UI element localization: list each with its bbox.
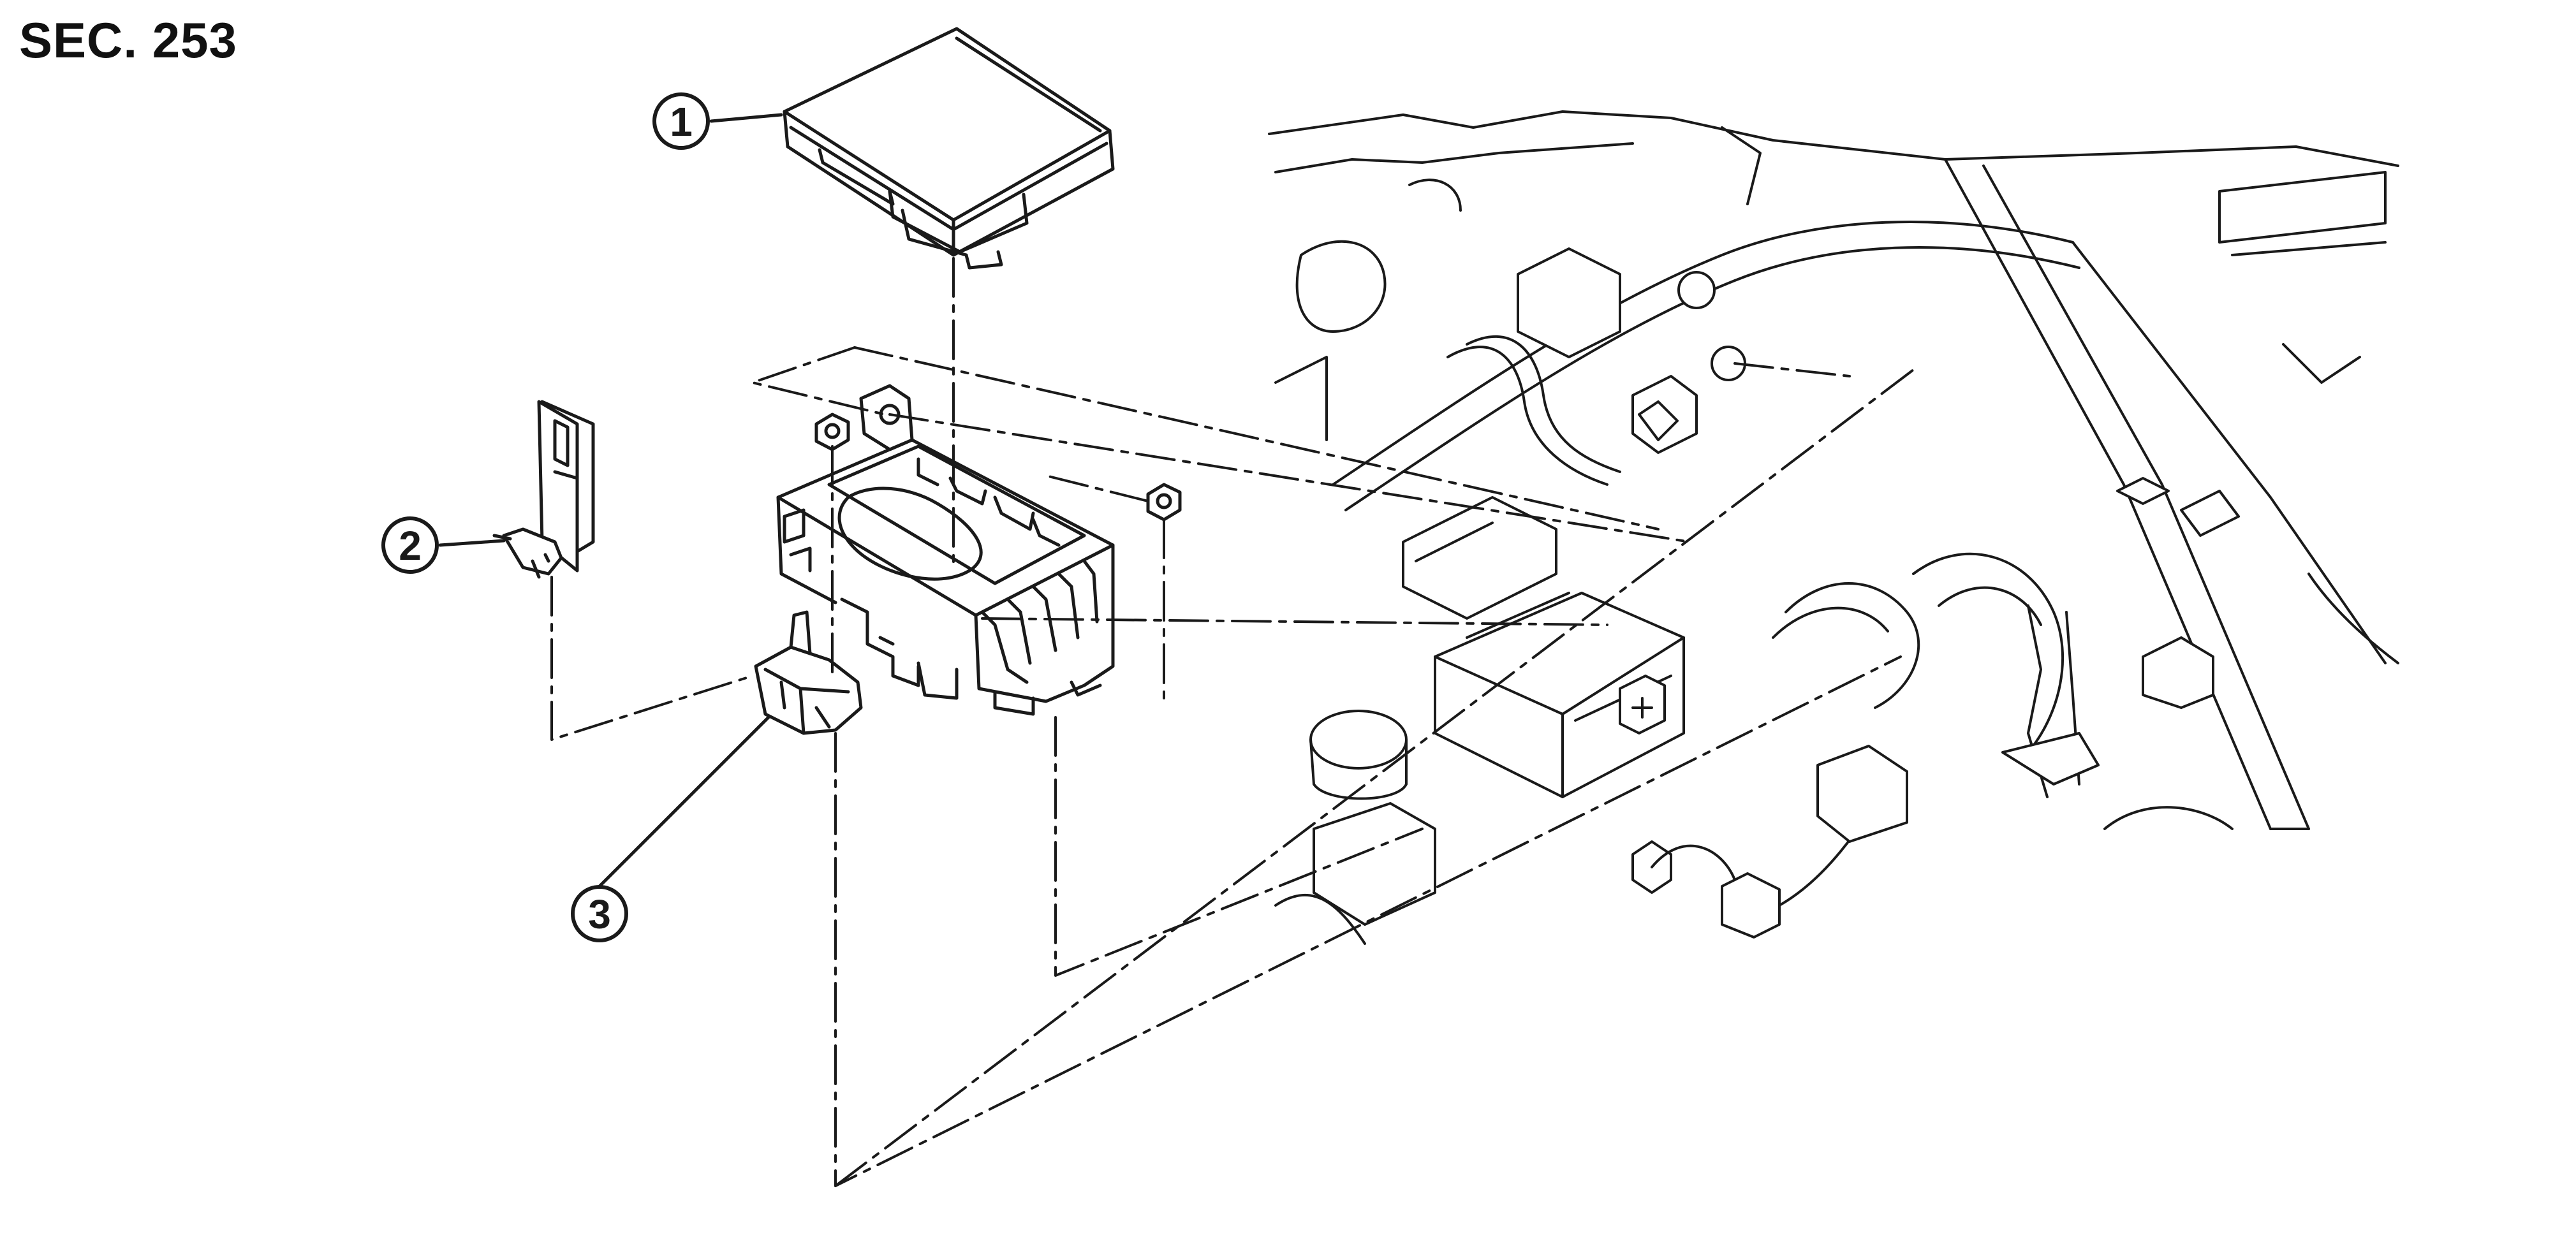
engine-bay-illustration <box>1268 110 2399 945</box>
alignment-lines <box>550 257 1915 1187</box>
callout-2: 2 <box>381 516 439 574</box>
callout-3-leader <box>598 715 770 888</box>
callout-2-number: 2 <box>399 523 422 569</box>
fuse-box-cover <box>783 27 1115 270</box>
callout-2-leader <box>438 539 506 547</box>
lower-bracket <box>754 610 863 735</box>
nut-right <box>1146 483 1182 522</box>
callout-1-leader <box>709 113 783 123</box>
fuse-box-housing <box>776 384 1115 716</box>
callout-1: 1 <box>652 92 710 150</box>
callout-1-number: 1 <box>670 99 693 145</box>
relay-bracket <box>492 400 595 579</box>
callout-3-number: 3 <box>588 891 611 937</box>
nut-left <box>814 413 850 451</box>
callout-3: 3 <box>571 885 628 942</box>
section-label: SEC. 253 <box>19 12 237 68</box>
